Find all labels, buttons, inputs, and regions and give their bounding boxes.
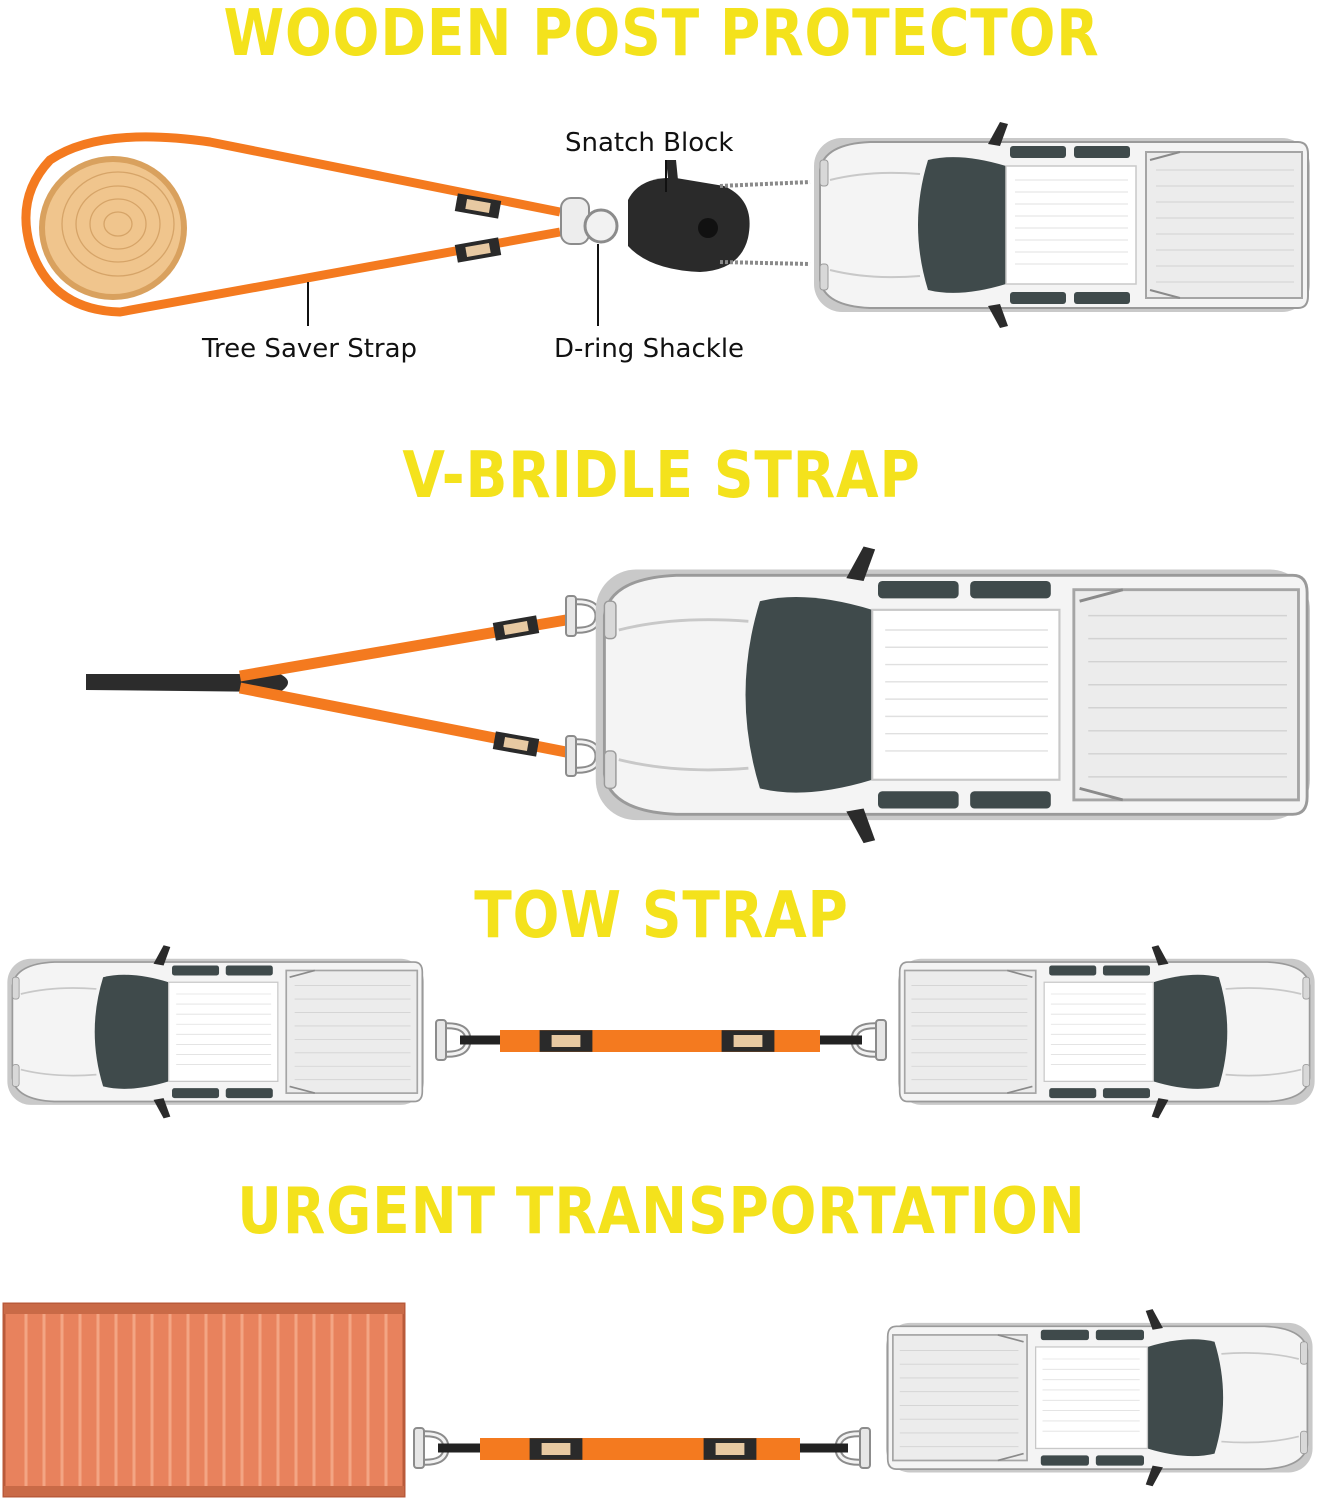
- shipping-container-icon: [2, 1302, 406, 1498]
- heading-tow-strap: TOW STRAP: [474, 879, 849, 953]
- label-d-ring-shackle: D-ring Shackle: [554, 334, 745, 364]
- shackle-icon: [566, 736, 598, 776]
- section-wooden-post-protector: [21, 121, 1311, 329]
- bridle-lead-strap: [86, 674, 288, 692]
- heading-urgent-transportation: URGENT TRANSPORTATION: [237, 1175, 1086, 1249]
- truck-icon: [897, 944, 1316, 1120]
- tree-saver-strap: [21, 132, 561, 317]
- truck-icon: [6, 944, 425, 1120]
- heading-v-bridle-strap: V-BRIDLE STRAP: [402, 439, 921, 513]
- truck-icon: [594, 545, 1312, 845]
- label-tree-saver-strap: Tree Saver Strap: [202, 334, 418, 364]
- snatch-block-icon: [628, 160, 750, 272]
- wooden-post-icon: [39, 156, 187, 300]
- d-ring-shackle-icon: [560, 197, 619, 245]
- label-snatch-block: Snatch Block: [565, 128, 734, 158]
- truck-icon: [813, 121, 1311, 329]
- truck-icon: [885, 1308, 1314, 1488]
- heading-wooden-post-protector: WOODEN POST PROTECTOR: [223, 0, 1100, 71]
- section-v-bridle-strap: [86, 545, 1312, 845]
- shackle-icon: [566, 596, 598, 636]
- section-tow-strap: [6, 944, 1316, 1120]
- section-urgent-transportation: [2, 1302, 1314, 1498]
